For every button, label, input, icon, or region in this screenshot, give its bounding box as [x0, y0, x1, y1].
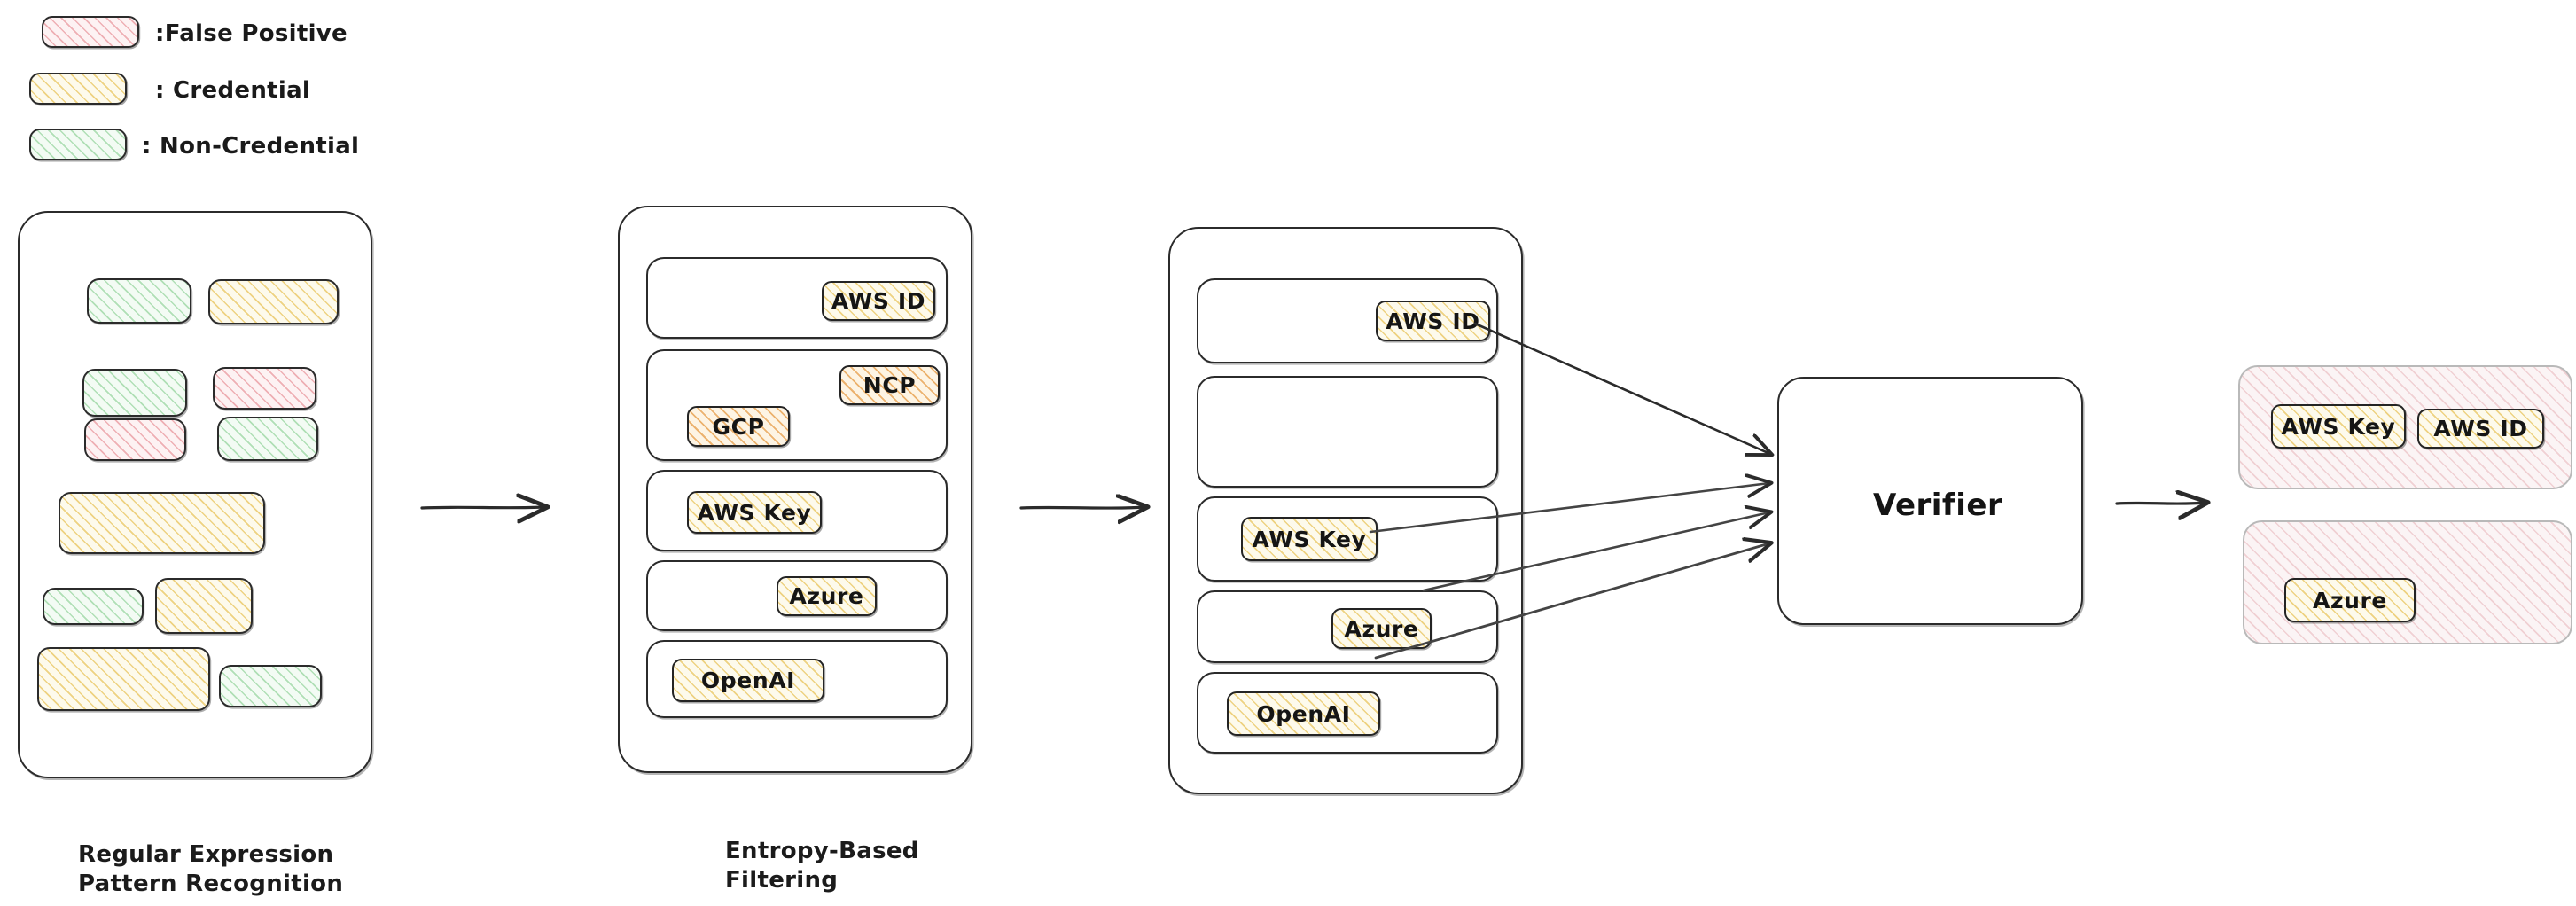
legend-swatch-false-positive [42, 16, 139, 48]
stage-panel-verify-input: AWS ID AWS Key Azure OpenAI [1168, 227, 1523, 794]
arrow-entropy-to-verify-input [1019, 507, 1145, 508]
legend-label-false-positive: :False Positive [155, 20, 347, 47]
regex-block-1 [87, 278, 191, 324]
chip-aws-key-verify[interactable]: AWS Key [1241, 517, 1378, 561]
caption-entropy: Entropy-Based Filtering [725, 838, 919, 894]
legend-swatch-non-credential [29, 129, 127, 160]
chip-azure[interactable]: Azure [777, 576, 877, 616]
legend-label-non-credential: : Non-Credential [142, 133, 360, 160]
verify-row-4: Azure [1197, 590, 1498, 663]
regex-block-8 [43, 588, 144, 625]
result-chip-azure[interactable]: Azure [2284, 578, 2416, 622]
regex-block-11 [219, 665, 322, 707]
regex-block-10 [37, 647, 210, 711]
entropy-row-1: AWS ID [646, 257, 948, 339]
entropy-row-3: AWS Key [646, 470, 948, 551]
regex-block-3 [82, 369, 187, 417]
entropy-row-5: OpenAI [646, 640, 948, 718]
result-chip-aws-key[interactable]: AWS Key [2271, 404, 2406, 449]
chip-azure-verify[interactable]: Azure [1331, 608, 1432, 649]
chip-aws-key[interactable]: AWS Key [687, 491, 822, 534]
chip-openai[interactable]: OpenAI [672, 659, 824, 702]
chip-openai-verify[interactable]: OpenAI [1227, 691, 1380, 736]
caption-regex: Regular Expression Pattern Recognition [78, 841, 344, 898]
results-group-2: Azure [2243, 520, 2572, 644]
chip-gcp[interactable]: GCP [687, 406, 790, 447]
verify-row-1: AWS ID [1197, 278, 1498, 363]
regex-block-7 [59, 492, 265, 554]
legend-swatch-credential [29, 73, 127, 105]
arrow-regex-to-entropy [420, 507, 545, 508]
results-group-1: AWS Key AWS ID [2238, 365, 2572, 489]
verifier-label: Verifier [1873, 488, 2003, 523]
regex-block-9 [155, 578, 253, 634]
arrow-verifier-to-results [2115, 503, 2205, 504]
chip-aws-id[interactable]: AWS ID [822, 281, 935, 321]
result-chip-aws-id[interactable]: AWS ID [2417, 409, 2544, 449]
verify-row-3: AWS Key [1197, 496, 1498, 582]
entropy-row-4: Azure [646, 560, 948, 631]
regex-block-5 [84, 418, 186, 461]
stage-panel-regex [18, 211, 372, 778]
entropy-row-2: NCP GCP [646, 349, 948, 461]
regex-block-4 [213, 367, 316, 410]
legend-label-credential: : Credential [155, 77, 311, 104]
stage-panel-entropy: AWS ID NCP GCP AWS Key Azure OpenAI [618, 206, 972, 773]
regex-block-2 [208, 279, 339, 324]
verifier-box[interactable] [1777, 377, 2083, 625]
verify-row-2-empty [1197, 376, 1498, 488]
chip-ncp[interactable]: NCP [839, 365, 940, 405]
regex-block-6 [217, 417, 318, 461]
verify-row-5: OpenAI [1197, 672, 1498, 754]
chip-aws-id-verify[interactable]: AWS ID [1376, 301, 1490, 341]
